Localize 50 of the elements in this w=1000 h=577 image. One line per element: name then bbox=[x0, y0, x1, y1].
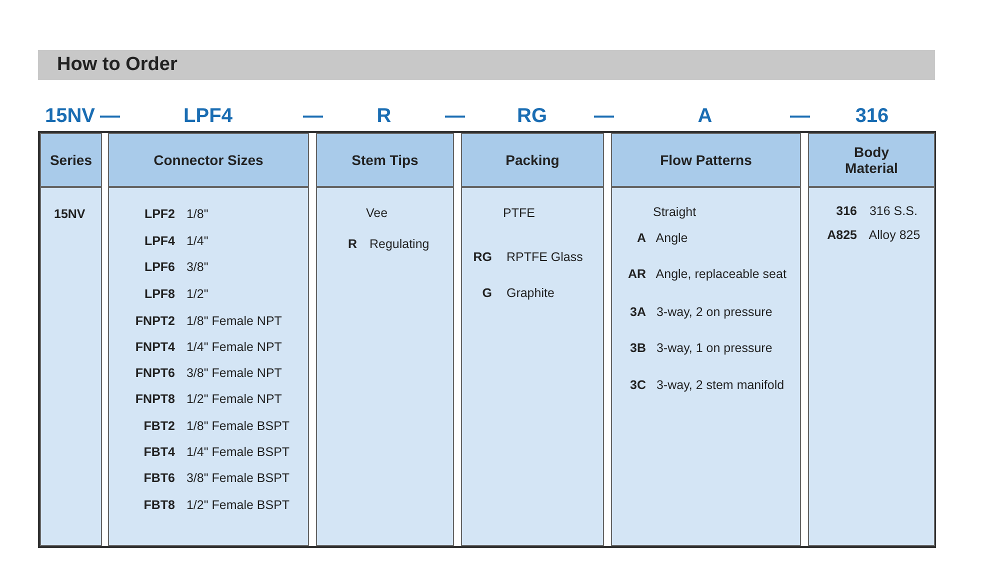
column-header: Body Material bbox=[808, 133, 935, 187]
option-item: FBT2 1/8" Female BSPT bbox=[142, 418, 290, 434]
column-header: Packing bbox=[461, 133, 604, 187]
options-panel bbox=[611, 187, 801, 546]
option-item: FBT4 1/4" Female BSPT bbox=[142, 444, 290, 460]
order-code: A bbox=[698, 104, 712, 128]
column-header: Connector Sizes bbox=[108, 133, 309, 187]
separator-dash: — bbox=[594, 104, 614, 128]
section-heading: How to Order bbox=[57, 53, 178, 77]
options-panel bbox=[808, 187, 935, 546]
separator-dash: — bbox=[445, 104, 465, 128]
separator-dash: — bbox=[303, 104, 323, 128]
order-code: RG bbox=[517, 104, 547, 128]
option-item: FNPT2 1/8" Female NPT bbox=[134, 313, 282, 329]
option-item: R Regulating bbox=[346, 236, 430, 252]
option-item: RG RPTFE Glass bbox=[472, 249, 583, 265]
column-header: Flow Patterns bbox=[611, 133, 801, 187]
option-item: FNPT8 1/2" Female NPT bbox=[134, 391, 282, 407]
option-item: FBT8 1/2" Female BSPT bbox=[142, 497, 290, 513]
column-header: Series bbox=[40, 133, 102, 187]
option-item: FNPT6 3/8" Female NPT bbox=[134, 365, 282, 381]
options-panel bbox=[316, 187, 454, 546]
option-item: PTFE bbox=[502, 205, 535, 221]
order-code: R bbox=[376, 104, 392, 128]
option-item: LPF2 1/8" bbox=[143, 206, 208, 222]
option-item: LPF4 1/4" bbox=[143, 233, 208, 249]
options-panel bbox=[108, 187, 309, 546]
option-item: FNPT4 1/4" Female NPT bbox=[134, 339, 282, 355]
option-item: 3C 3-way, 2 stem manifold bbox=[629, 377, 784, 393]
option-item: AR Angle, replaceable seat bbox=[626, 266, 786, 282]
order-code: 316 bbox=[855, 104, 889, 128]
separator-dash: — bbox=[100, 104, 120, 128]
option-item: LPF8 1/2" bbox=[143, 286, 208, 302]
order-code: LPF4 bbox=[184, 104, 232, 128]
order-code: 15NV bbox=[44, 104, 96, 128]
option-item: Vee bbox=[365, 205, 388, 221]
separator-dash: — bbox=[790, 104, 810, 128]
option-item: 316 316 S.S. bbox=[835, 203, 918, 219]
options-panel bbox=[40, 187, 102, 546]
option-item: 15NV bbox=[54, 206, 86, 222]
option-item: LPF6 3/8" bbox=[143, 259, 208, 275]
option-item: A Angle bbox=[636, 230, 688, 246]
option-item: 3A 3-way, 2 on pressure bbox=[629, 304, 772, 320]
option-item: Straight bbox=[652, 204, 696, 220]
option-item: G Graphite bbox=[481, 285, 554, 301]
column-header: Stem Tips bbox=[316, 133, 454, 187]
option-item: 3B 3-way, 1 on pressure bbox=[629, 340, 772, 356]
option-item: A825 Alloy 825 bbox=[826, 227, 920, 243]
option-item: FBT6 3/8" Female BSPT bbox=[142, 470, 290, 486]
options-panel bbox=[461, 187, 604, 546]
